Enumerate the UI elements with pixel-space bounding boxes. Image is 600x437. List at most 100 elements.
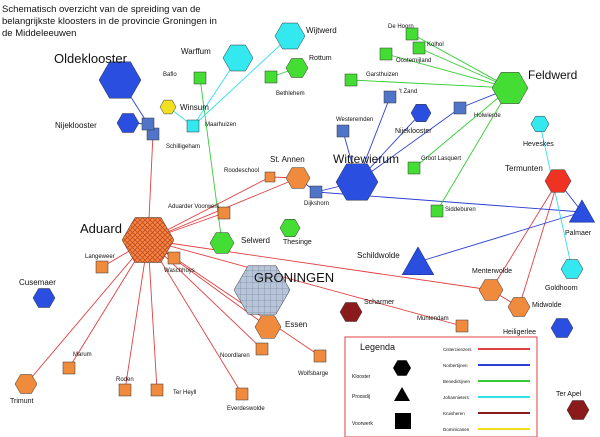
edge-heveskes-goldhoorn — [539, 123, 573, 270]
klooster-menterwolde — [478, 279, 504, 301]
voorwerk-nijeklooster_v — [141, 117, 155, 131]
city-groningen — [233, 265, 291, 315]
klooster-nijeklooster — [116, 113, 140, 133]
connection-lines — [25, 33, 583, 395]
label-groot_lasquert: Groot Lasquert — [421, 156, 461, 162]
klooster-oldeklooster — [98, 61, 142, 99]
label-garsthuizen: Garsthuizen — [366, 72, 398, 78]
edge-termunten-midwolde — [518, 180, 559, 308]
klooster-heiligerlee — [550, 318, 574, 338]
voorwerk-wolfsbarge — [313, 349, 327, 363]
label-termunten: Termunten — [505, 164, 543, 173]
label-st_annen: St. Annen — [270, 155, 305, 164]
voorwerk-noordlaren — [255, 342, 269, 356]
voorwerk-bethlehem — [264, 70, 278, 84]
voorwerk-siddeburen — [430, 204, 444, 218]
diagram-title: Schematisch overzicht van de spreiding v… — [2, 4, 220, 39]
legend-label-proosdij: Proosdij — [352, 394, 370, 400]
edge-wijtwerd-maarhuizen — [192, 35, 291, 127]
klooster-essen — [254, 315, 282, 339]
node-layer: AduardGRONINGENOldekloosterFeldwerdWitte… — [10, 22, 596, 420]
legend-order-label: Norbertijnen — [443, 363, 468, 368]
klooster-nijeklooster2 — [410, 104, 432, 122]
klooster-st_annen — [285, 167, 311, 189]
label-goldhoorn: Goldhoorn — [545, 285, 578, 292]
klooster-wittewierum — [335, 163, 379, 201]
label-t_zand: 't Zand — [399, 89, 417, 95]
voorwerk-oosternijland — [379, 47, 393, 61]
label-palmaer: Palmaer — [565, 230, 592, 237]
klooster-winsum — [159, 99, 177, 115]
voorwerk-de_hoorn — [405, 27, 419, 41]
label-groningen: GRONINGEN — [254, 270, 334, 285]
voorwerk-holwierde — [453, 101, 467, 115]
label-bethlehem: Bethlehem — [276, 91, 305, 97]
label-dijkshorn: Dijkshorn — [304, 201, 329, 207]
square-icon — [395, 413, 411, 429]
edge-aduard-noordlaren — [147, 239, 263, 350]
label-oldeklooster: Oldeklooster — [54, 51, 128, 66]
label-warffum: Warffum — [181, 47, 211, 56]
edge-aduard-roden — [124, 239, 149, 391]
label-nijeklooster2: Nijeklooster — [395, 128, 432, 135]
label-cusemaer: Cusemaer — [19, 278, 56, 287]
voorwerk-langeweer — [95, 260, 109, 274]
label-heiligerlee: Heiligerlee — [503, 329, 536, 336]
voorwerk-westeremden — [336, 124, 350, 138]
label-aduard: Aduard — [80, 221, 122, 236]
label-de_hoorn: De Hoorn — [388, 24, 414, 30]
edge-aduard-ter_heyll — [147, 239, 158, 391]
label-roden: Roden — [116, 377, 134, 383]
legend-orders: CistercienzersNorbertijnenBenedictijnenJ… — [443, 347, 530, 432]
legend-order-label: Benedictijnen — [443, 379, 471, 384]
voorwerk-everdeswolde — [235, 387, 249, 401]
voorwerk-aduarder_voorwerk — [217, 206, 231, 220]
klooster-warffum — [222, 44, 254, 72]
voorwerk-garsthuizen — [344, 73, 358, 87]
label-feldwerd: Feldwerd — [528, 68, 577, 82]
klooster-midwolde — [507, 297, 531, 317]
label-holwierde: Holwierde — [474, 113, 501, 119]
label-siddeburen: Siddeburen — [445, 207, 476, 213]
label-aduarder_voorwerk: Aduarder Voorwerk — [168, 204, 220, 210]
edge-feldwerd-de_hoorn — [411, 33, 511, 89]
voorwerk-marum — [62, 361, 76, 375]
label-kolhol: Kolhol — [427, 42, 444, 48]
voorwerk-waschhuys — [167, 251, 181, 265]
label-waschhuys: Waschhuys — [164, 268, 195, 274]
label-schildwolde: Schildwolde — [357, 251, 400, 260]
label-baflo: Baflo — [163, 72, 177, 78]
label-everdeswolde: Everdeswolde — [227, 406, 265, 412]
voorwerk-roden — [118, 383, 132, 397]
label-wijtwerd: Wijtwerd — [306, 26, 337, 35]
legend-order-label: Dominicanen — [443, 427, 470, 432]
edge-aduard-muntendam — [147, 239, 463, 327]
edge-feldwerd-oosternijland — [385, 53, 511, 89]
klooster-rottum — [285, 58, 309, 78]
edge-feldwerd-garsthuizen — [350, 79, 511, 89]
hexagon-icon — [393, 360, 411, 376]
legend-title: Legenda — [360, 342, 395, 352]
label-winsum: Winsum — [180, 103, 209, 112]
klooster-selwerd — [209, 232, 235, 254]
edge-aduard-menterwolde — [147, 239, 492, 291]
label-nijeklooster: Nijeklooster — [55, 121, 97, 130]
voorwerk-roodeschool — [264, 171, 276, 183]
voorwerk-t_zand — [383, 90, 397, 104]
label-westeremden: Westeremden — [336, 117, 373, 123]
klooster-scharmer — [339, 302, 363, 322]
label-scharmer: Scharmer — [364, 299, 395, 306]
label-menterwolde: Menterwolde — [472, 268, 512, 275]
label-selwerd: Selwerd — [241, 236, 270, 245]
label-heveskes: Heveskes — [523, 141, 554, 148]
voorwerk-dijkshorn — [309, 185, 323, 199]
edge-feldwerd-kolhol — [418, 47, 511, 89]
klooster-heveskes — [530, 115, 550, 133]
label-wolfsbarge: Wolfsbarge — [298, 371, 329, 377]
voorwerk-baflo — [193, 71, 207, 85]
voorwerk-ter_heyll — [150, 383, 164, 397]
klooster-feldwerd — [491, 72, 529, 104]
voorwerk-muntendam — [455, 319, 469, 333]
